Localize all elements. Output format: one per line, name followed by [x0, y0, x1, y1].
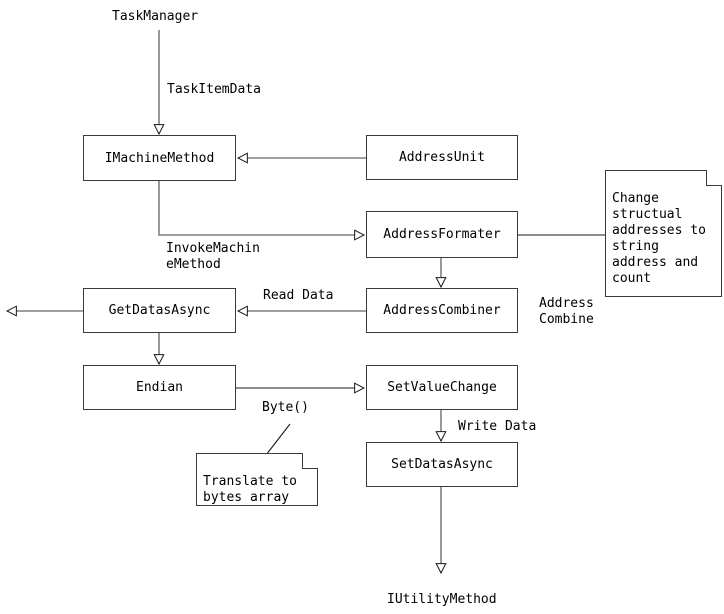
note-text: Translate to bytes array — [203, 474, 297, 505]
node-imachinemethod[interactable]: IMachineMethod — [83, 135, 236, 181]
edge-label-taskitemdata: TaskItemData — [167, 82, 261, 97]
note-address-format[interactable]: Change structual addresses to string add… — [605, 170, 722, 297]
note-fold-icon — [302, 453, 318, 469]
edge-label-byte: Byte() — [262, 400, 309, 415]
note-text: Change structual addresses to string add… — [612, 191, 706, 286]
node-setdatasasync[interactable]: SetDatasAsync — [366, 442, 518, 487]
edge-label-address-combine: Address Combine — [539, 296, 594, 327]
node-label: IMachineMethod — [104, 150, 215, 166]
note-fold-icon — [706, 170, 722, 186]
edge-note-translate-leader — [265, 423, 291, 456]
edge-label-write-data: Write Data — [458, 419, 537, 434]
edge-imachinemethod-to-addressformater — [158, 181, 364, 235]
node-label: GetDatasAsync — [108, 303, 211, 318]
node-addressformater[interactable]: AddressFormater — [366, 211, 518, 258]
node-label: AddressFormater — [383, 227, 501, 242]
node-addressunit[interactable]: AddressUnit — [366, 135, 518, 180]
node-getdatasasync[interactable]: GetDatasAsync — [83, 288, 236, 333]
node-label: AddressCombiner — [383, 303, 501, 318]
node-endian[interactable]: Endian — [83, 365, 236, 410]
note-translate-bytes[interactable]: Translate to bytes array — [196, 453, 318, 506]
node-label: SetValueChange — [387, 380, 497, 395]
node-addresscombiner[interactable]: AddressCombiner — [366, 288, 518, 333]
node-label: Endian — [136, 380, 183, 395]
node-label: SetDatasAsync — [391, 457, 493, 472]
node-label: AddressUnit — [398, 150, 486, 165]
edge-label-invokemachinemethod: InvokeMachin eMethod — [166, 241, 260, 272]
edge-label-read-data: Read Data — [263, 288, 334, 303]
node-setvaluechange[interactable]: SetValueChange — [366, 365, 518, 410]
label-taskmanager: TaskManager — [112, 9, 199, 24]
label-iutilitymethod: IUtilityMethod — [387, 592, 497, 607]
